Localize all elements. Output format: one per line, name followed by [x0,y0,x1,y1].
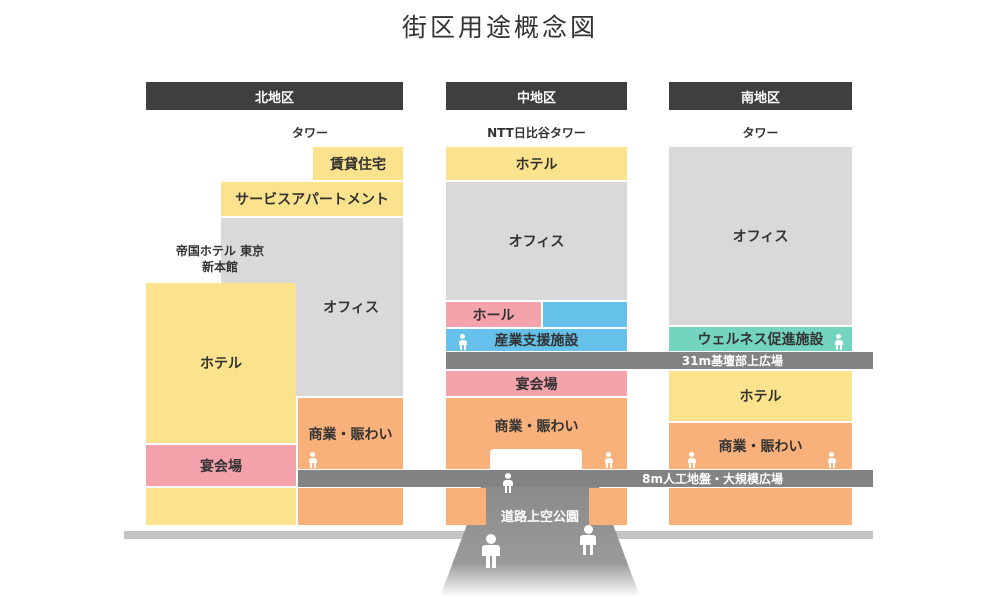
south-district-header: 南地区 [669,82,852,110]
north-tower-label: タワー [291,126,328,140]
south-tower-label: タワー [742,126,779,140]
north-district-header: 北地区 [146,82,403,110]
central-industry-support: 産業支援施設 [446,329,627,351]
person-icon [501,473,515,493]
person-icon [686,452,698,468]
plaza-31m-band: 31m基壇部上広場 [446,352,873,369]
central-hotel: ホテル [446,147,627,180]
south-office: オフィス [669,147,852,325]
central-hall: ホール [446,302,541,327]
person-icon [833,334,845,350]
north-hotel: ホテル [146,283,296,443]
north-building-label: 帝国ホテル 東京 新本館 [175,244,265,274]
north-hotel-base [146,488,296,525]
south-commerce: 商業・賑わい [669,423,852,469]
north-commerce: 商業・賑わい [298,398,403,469]
person-icon [603,452,615,468]
road-park-label: 道路上空公園 [500,510,579,525]
south-commerce-base [669,488,852,525]
central-office: オフィス [446,182,627,300]
central-industry-upper [543,302,627,327]
central-passage [490,449,582,469]
person-icon [826,452,838,468]
central-banquet: 宴会場 [446,371,627,396]
south-wellness: ウェルネス促進施設 [669,327,852,351]
central-base-right [589,488,627,525]
central-district-header: 中地区 [446,82,627,110]
plaza-8m-band: 8m人工地盤・大規模広場 [298,470,873,487]
central-tower-label: NTT日比谷タワー [487,126,586,140]
page-title: 街区用途概念図 [401,13,598,42]
north-commerce-base [298,488,403,525]
person-icon [578,525,598,555]
person-icon [457,334,469,350]
north-rental-housing: 賃貸住宅 [313,147,403,180]
person-icon [480,534,502,568]
central-base-left [446,488,486,525]
person-icon [307,452,319,468]
north-serviced-apartment: サービスアパートメント [221,182,403,216]
north-banquet: 宴会場 [146,445,296,486]
south-hotel: ホテル [669,371,852,421]
